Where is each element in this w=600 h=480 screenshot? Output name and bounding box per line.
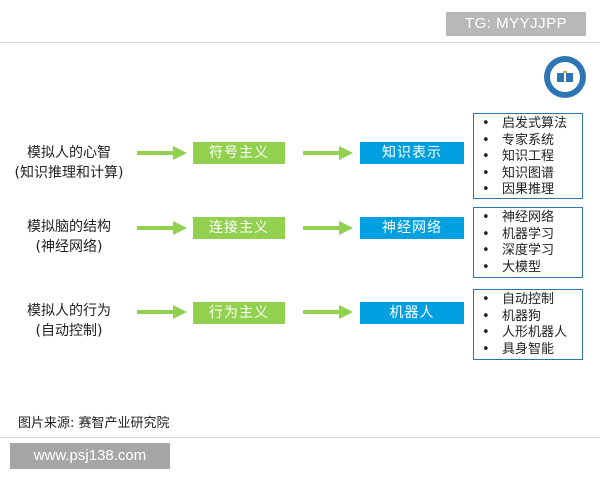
list-item: • 大模型	[480, 260, 582, 277]
row-1-approach-box: 符号主义	[193, 142, 285, 164]
list-item: • 深度学习	[480, 243, 582, 260]
list-item-text: 人形机器人	[502, 325, 568, 340]
list-item: • 专家系统	[480, 133, 582, 150]
list-item: • 人形机器人	[480, 325, 582, 342]
list-item: • 机器狗	[480, 309, 582, 326]
row-2-approach-box: 连接主义	[193, 217, 285, 239]
row-3-label-line2: (自动控制)	[35, 323, 103, 339]
bullet-icon: •	[482, 182, 490, 197]
list-item: • 知识图谱	[480, 166, 582, 183]
row-3-approach-box: 行为主义	[193, 302, 285, 324]
list-item: • 因果推理	[480, 182, 582, 199]
tg-tag: TG: MYYJJPP	[446, 12, 586, 36]
bullet-icon: •	[482, 292, 490, 307]
row-2-representation-box: 神经网络	[360, 217, 464, 239]
image-source-caption: 图片来源: 赛智产业研究院	[18, 416, 170, 431]
bullet-icon: •	[482, 243, 490, 258]
row-1-label-line2: (知识推理和计算)	[14, 165, 124, 181]
top-bar: TG: MYYJJPP	[0, 0, 600, 42]
list-item: • 具身智能	[480, 342, 582, 359]
row-3-items-box: • 自动控制 • 机器狗 • 人形机器人 • 具身智能	[473, 289, 583, 360]
bullet-icon: •	[482, 259, 490, 275]
institute-seal-icon	[544, 56, 586, 98]
bullet-icon: •	[482, 325, 490, 340]
list-item-text: 知识图谱	[502, 165, 555, 181]
list-item-text: 深度学习	[502, 243, 555, 258]
row-1-label-line1: 模拟人的心智	[27, 145, 111, 161]
row-3-label-line1: 模拟人的行为	[27, 303, 111, 319]
bullet-icon: •	[482, 116, 490, 131]
list-item-text: 机器狗	[502, 308, 542, 324]
list-item-text: 自动控制	[502, 292, 555, 307]
row-3-arrow-2	[303, 305, 353, 319]
list-item: • 启发式算法	[480, 116, 582, 133]
bullet-icon: •	[482, 226, 490, 242]
row-2-arrow-2	[303, 221, 353, 235]
row-2-label-line2: (神经网络)	[35, 239, 103, 255]
row-3-label: 模拟人的行为 (自动控制)	[10, 301, 128, 341]
row-1-representation-box: 知识表示	[360, 142, 464, 164]
list-item-text: 机器学习	[502, 226, 555, 242]
bullet-icon: •	[482, 341, 490, 357]
row-2-items-box: • 神经网络 • 机器学习 • 深度学习 • 大模型	[473, 207, 583, 278]
row-2-label: 模拟脑的结构 (神经网络)	[10, 217, 128, 257]
list-item-text: 具身智能	[502, 341, 555, 357]
row-3-representation-box: 机器人	[360, 302, 464, 324]
row-1-items-box: • 启发式算法 • 专家系统 • 知识工程 • 知识图谱 • 因果推理	[473, 113, 583, 199]
row-2-arrow-1	[137, 221, 187, 235]
list-item-text: 因果推理	[502, 182, 555, 197]
list-item: • 神经网络	[480, 210, 582, 227]
list-item-text: 大模型	[502, 259, 542, 275]
bullet-icon: •	[482, 308, 490, 324]
list-item: • 知识工程	[480, 149, 582, 166]
bullet-icon: •	[482, 149, 490, 164]
list-item-text: 知识工程	[502, 149, 555, 164]
row-1-arrow-1	[137, 146, 187, 160]
list-item: • 自动控制	[480, 292, 582, 309]
bullet-icon: •	[482, 132, 490, 148]
bullet-icon: •	[482, 210, 490, 225]
row-1-arrow-2	[303, 146, 353, 160]
list-item-text: 启发式算法	[502, 116, 568, 131]
list-item-text: 神经网络	[502, 210, 555, 225]
row-2-label-line1: 模拟脑的结构	[27, 219, 111, 235]
list-item-text: 专家系统	[502, 132, 555, 148]
row-1-label: 模拟人的心智 (知识推理和计算)	[10, 143, 128, 183]
watermark: www.psj138.com	[10, 443, 170, 469]
list-item: • 机器学习	[480, 227, 582, 244]
row-3-arrow-1	[137, 305, 187, 319]
bullet-icon: •	[482, 165, 490, 181]
